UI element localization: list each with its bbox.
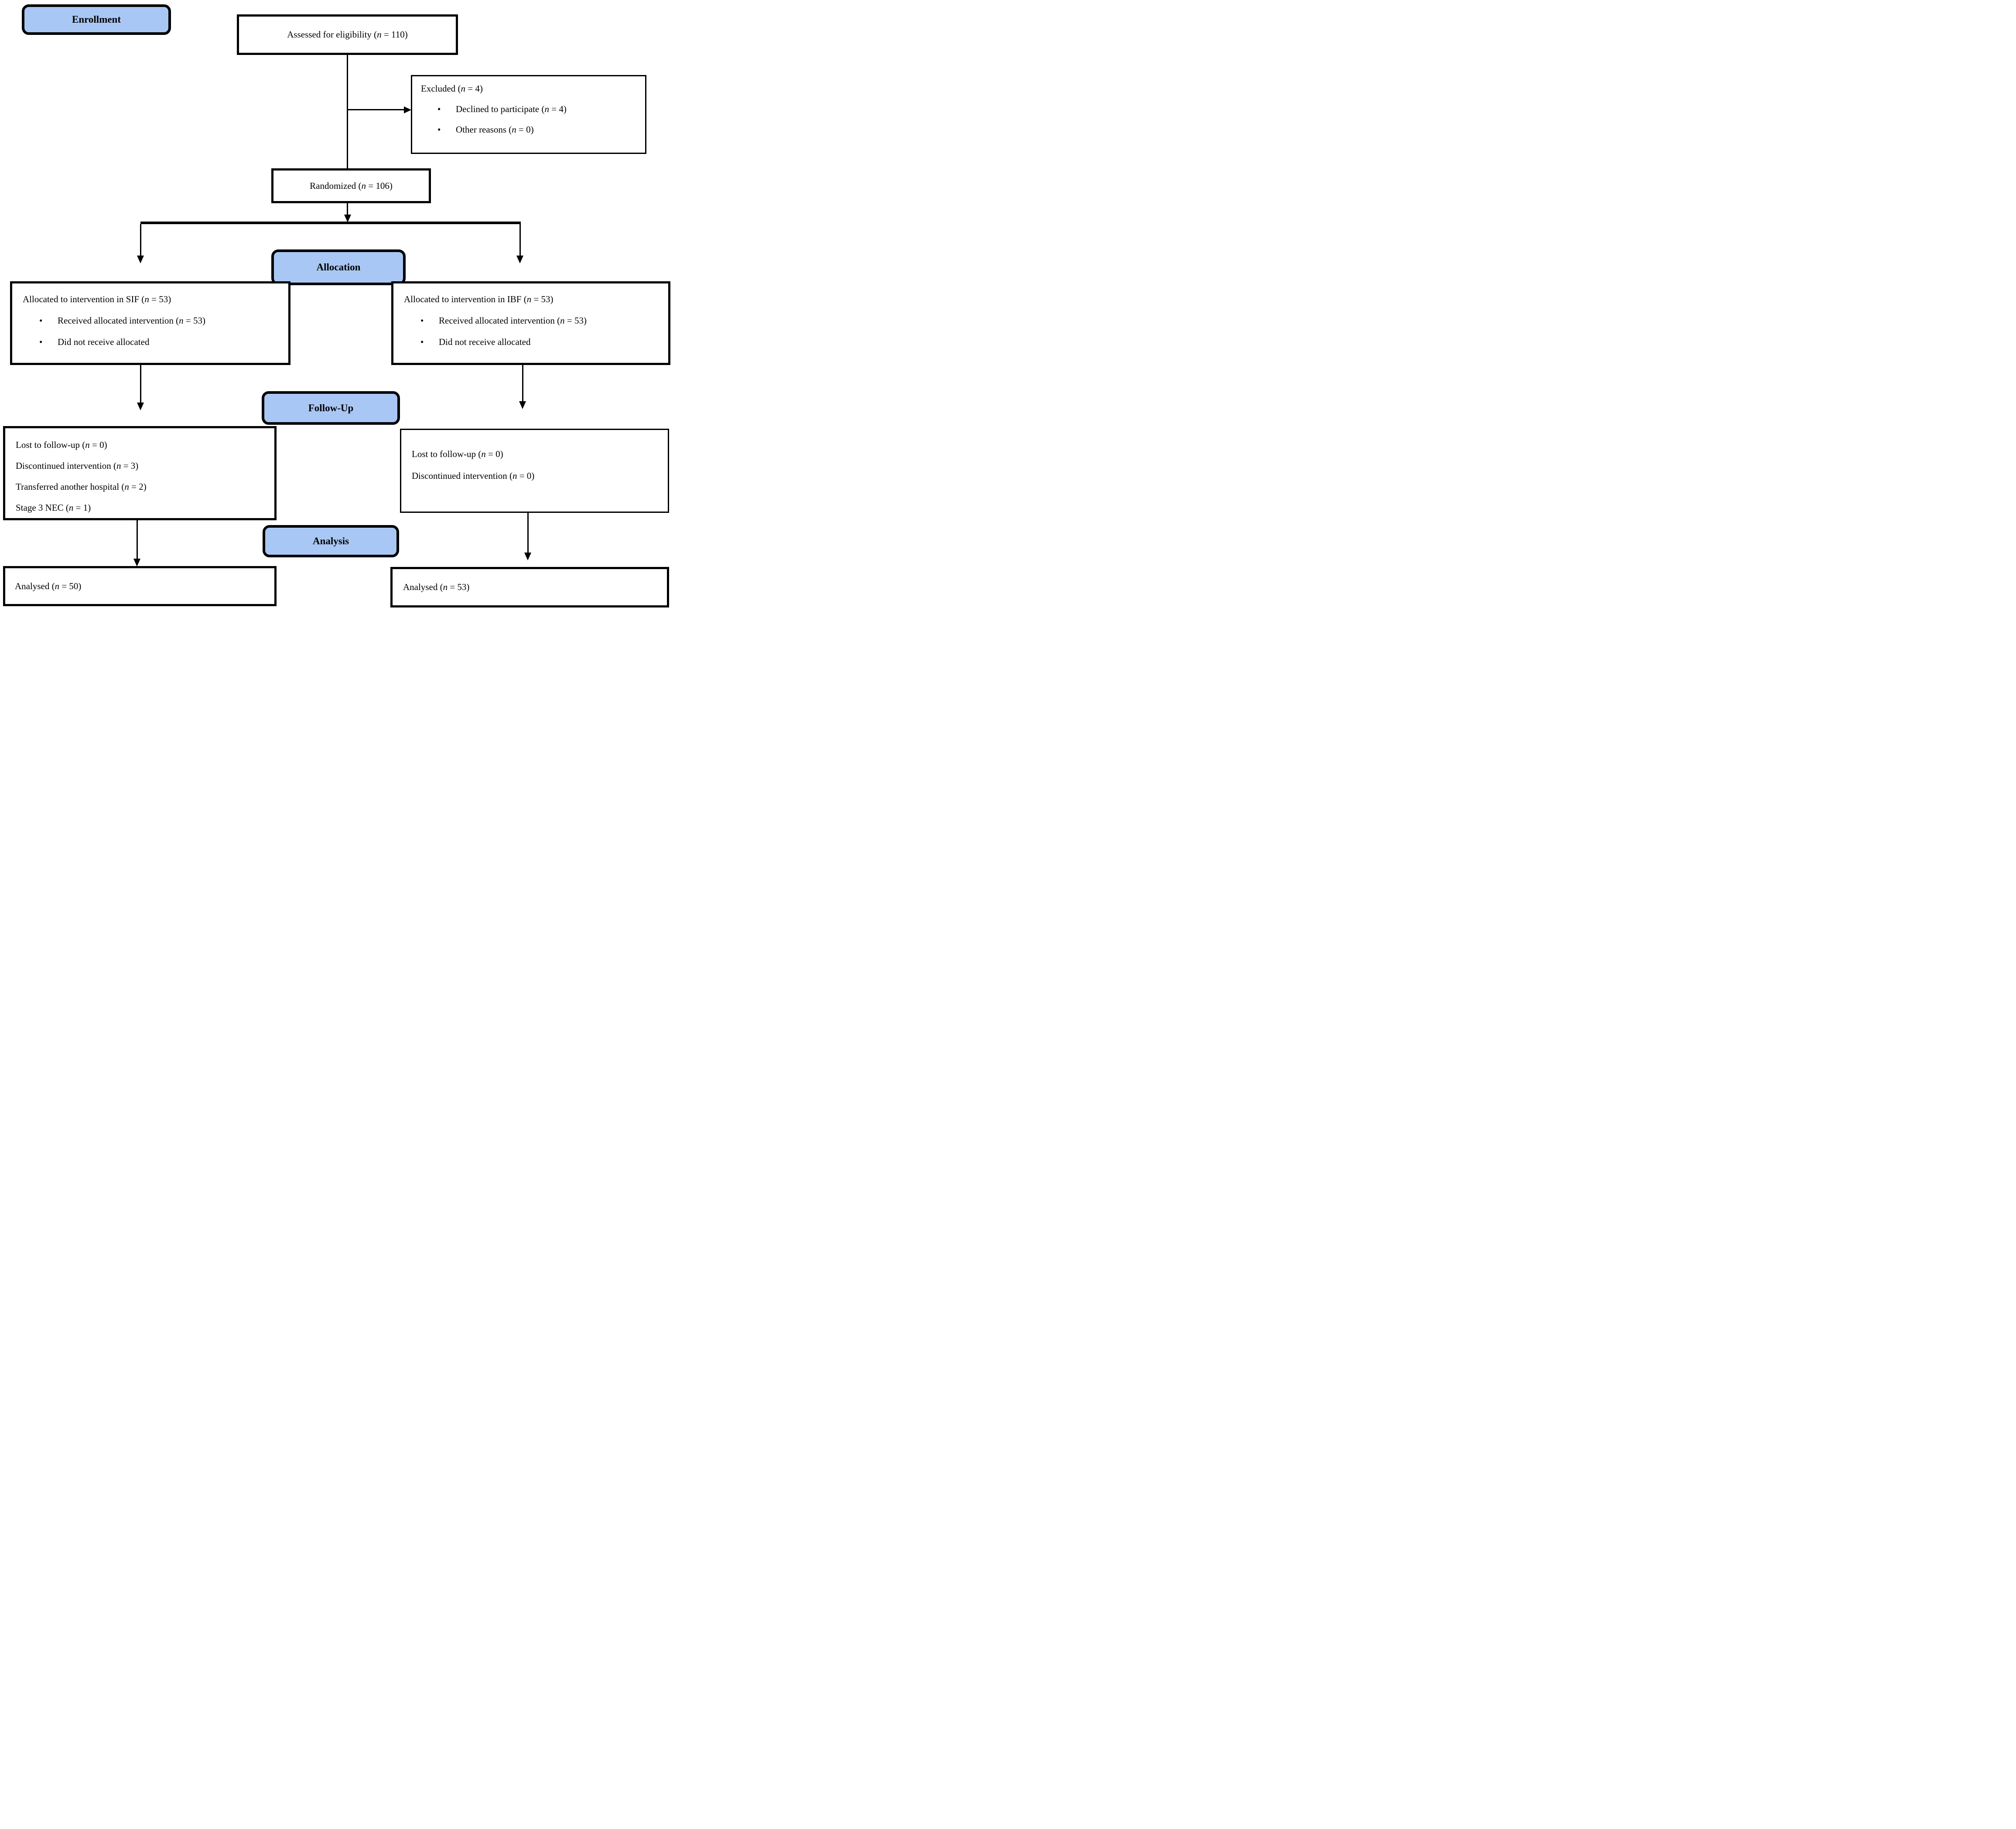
randomized-box: Randomized (n = 106) — [271, 168, 431, 203]
analysed-ibf-box: Analysed (n = 53) — [390, 567, 669, 607]
stage-enrollment-label: Enrollment — [22, 4, 171, 35]
stage-enrollment-text: Enrollment — [72, 14, 121, 25]
connector-followup-to-analysed-sif — [137, 520, 138, 559]
assessed-eligibility-box: Assessed for eligibility (n = 110) — [237, 14, 458, 55]
bullet-icon: • — [39, 337, 43, 347]
bullet-icon: • — [39, 315, 43, 326]
allocated-ibf-title: Allocated to intervention in IBF (n = 53… — [404, 294, 554, 304]
allocated-sif-title: Allocated to intervention in SIF (n = 53… — [23, 294, 171, 304]
stage-followup-text: Follow-Up — [308, 402, 354, 413]
analysed-sif-text: Analysed (n = 50) — [15, 580, 82, 591]
connector-split-to-sif — [140, 224, 141, 256]
followup-sif-line: Stage 3 NEC (n = 1) — [16, 502, 91, 513]
excluded-bullet-item: • Other reasons (n = 0) — [412, 124, 645, 135]
arrowhead-down-icon — [133, 559, 140, 566]
allocated-sif-box: Allocated to intervention in SIF (n = 53… — [10, 281, 290, 365]
stage-analysis-label: Analysis — [263, 525, 399, 557]
arrowhead-down-icon — [137, 403, 144, 410]
allocated-ibf-box: Allocated to intervention in IBF (n = 53… — [391, 281, 670, 365]
stage-allocation-label: Allocation — [271, 249, 406, 285]
stage-analysis-text: Analysis — [312, 536, 349, 546]
bullet-icon: • — [437, 104, 441, 114]
followup-sif-line: Discontinued intervention (n = 3) — [16, 461, 139, 471]
allocated-sif-bullet-item: • Received allocated intervention (n = 5… — [12, 315, 288, 326]
allocated-sif-bullet-text: Did not receive allocated — [58, 337, 150, 347]
analysed-sif-box: Analysed (n = 50) — [3, 566, 277, 606]
allocated-ibf-bullet-text: Did not receive allocated — [439, 337, 531, 347]
allocated-ibf-bullet-item: • Did not receive allocated — [393, 337, 668, 348]
split-bar — [140, 222, 521, 224]
allocated-ibf-bullet-item: • Received allocated intervention (n = 5… — [393, 315, 668, 326]
arrowhead-right-icon — [404, 106, 411, 113]
connector-to-excluded — [348, 109, 404, 110]
connector-ibf-to-followup — [522, 365, 523, 402]
followup-ibf-line: Discontinued intervention (n = 0) — [412, 471, 535, 481]
followup-ibf-line: Lost to follow-up (n = 0) — [412, 449, 503, 459]
consort-flow-diagram: Enrollment Allocation Follow-Up Analysis… — [0, 0, 672, 610]
bullet-icon: • — [420, 337, 424, 347]
allocated-sif-bullet-text: Received allocated intervention (n = 53) — [58, 315, 205, 326]
assessed-eligibility-text: Assessed for eligibility (n = 110) — [287, 29, 408, 40]
excluded-box: Excluded (n = 4) • Declined to participa… — [411, 75, 646, 154]
bullet-icon: • — [420, 315, 424, 326]
connector-followup-to-analysed-ibf — [527, 513, 529, 553]
stage-followup-label: Follow-Up — [262, 391, 400, 425]
arrowhead-down-icon — [137, 256, 144, 263]
followup-sif-line: Transferred another hospital (n = 2) — [16, 481, 147, 492]
followup-sif-line: Lost to follow-up (n = 0) — [16, 440, 107, 450]
arrowhead-down-icon — [519, 401, 526, 409]
excluded-bullet-text: Other reasons (n = 0) — [456, 124, 534, 135]
analysed-ibf-text: Analysed (n = 53) — [403, 582, 470, 592]
stage-allocation-text: Allocation — [316, 262, 361, 273]
connector-sif-to-followup — [140, 365, 141, 403]
allocated-sif-bullet-item: • Did not receive allocated — [12, 337, 288, 348]
arrowhead-down-icon — [524, 553, 531, 560]
excluded-title: Excluded (n = 4) — [421, 83, 483, 94]
bullet-icon: • — [437, 124, 441, 135]
allocated-ibf-bullet-text: Received allocated intervention (n = 53) — [439, 315, 587, 326]
connector-split-to-ibf — [519, 224, 521, 256]
connector-assessed-to-randomized — [347, 55, 348, 168]
connector-randomized-to-split — [347, 203, 348, 215]
followup-ibf-box: Lost to follow-up (n = 0) Discontinued i… — [400, 429, 669, 513]
excluded-bullet-item: • Declined to participate (n = 4) — [412, 104, 645, 115]
randomized-text: Randomized (n = 106) — [310, 180, 393, 191]
followup-sif-box: Lost to follow-up (n = 0) Discontinued i… — [3, 426, 277, 520]
arrowhead-down-icon — [516, 256, 523, 263]
arrowhead-down-icon — [344, 215, 351, 222]
excluded-bullet-text: Declined to participate (n = 4) — [456, 104, 567, 114]
